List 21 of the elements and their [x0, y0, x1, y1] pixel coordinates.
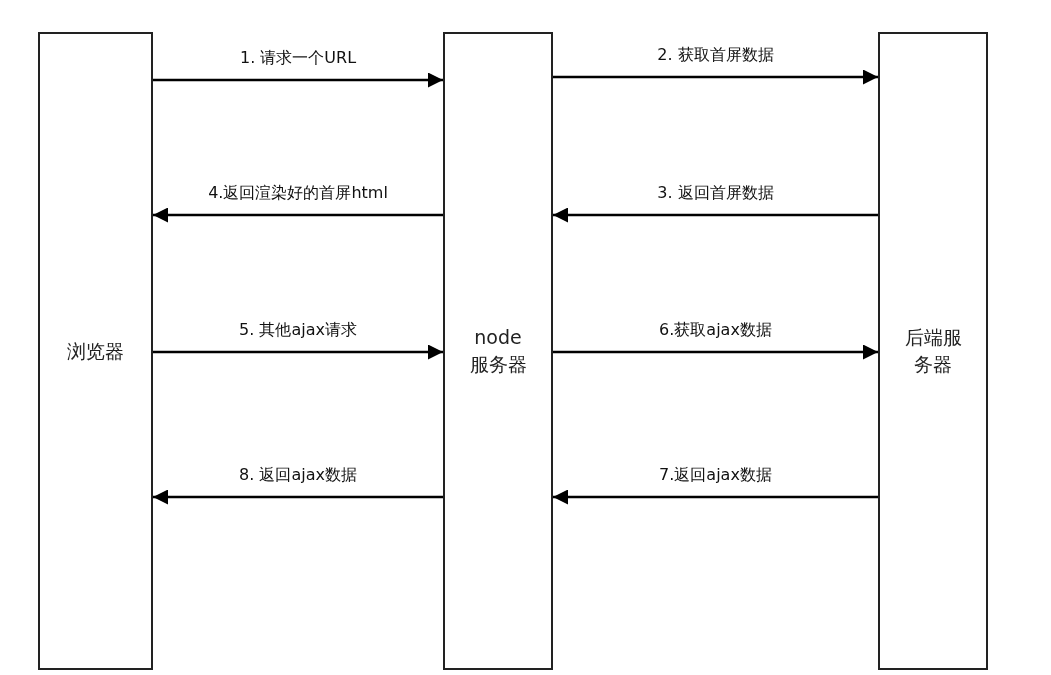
- box-label: node 服务器: [468, 325, 528, 377]
- arrow: [153, 72, 443, 88]
- box-label: 后端服务器: [903, 325, 963, 377]
- box-label: 浏览器: [66, 338, 125, 364]
- edge-label: 8. 返回ajax数据: [237, 465, 359, 486]
- edge-label: 3. 返回首屏数据: [655, 183, 776, 204]
- edge-label: 5. 其他ajax请求: [237, 320, 359, 341]
- edge-label: 7.返回ajax数据: [657, 465, 774, 486]
- edge-label: 4.返回渲染好的首屏html: [206, 183, 390, 204]
- edge-label: 6.获取ajax数据: [657, 320, 774, 341]
- arrow: [553, 207, 878, 223]
- lifeline-box: [878, 32, 988, 670]
- lifeline-box: [38, 32, 153, 670]
- arrow: [553, 344, 878, 360]
- lifeline-box: [443, 32, 553, 670]
- arrow: [553, 489, 878, 505]
- edge-label: 2. 获取首屏数据: [655, 45, 776, 66]
- arrow: [153, 344, 443, 360]
- arrow: [553, 69, 878, 85]
- arrow: [153, 207, 443, 223]
- arrow: [153, 489, 443, 505]
